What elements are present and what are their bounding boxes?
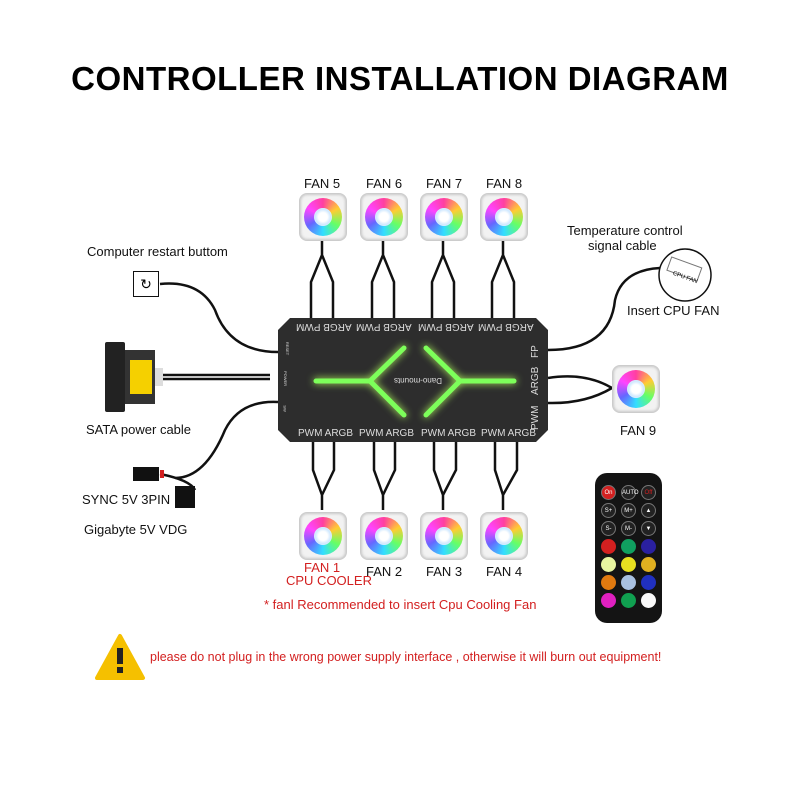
color-dark-green-button[interactable]: [621, 593, 636, 608]
fan7-label: FAN 7: [426, 176, 463, 191]
fan4-icon: [480, 512, 528, 560]
fan8-icon: [480, 193, 528, 241]
fan3-icon: [420, 512, 468, 560]
color-blue-button[interactable]: [641, 539, 656, 554]
gigabyte-label: Gigabyte 5V VDG: [84, 522, 188, 537]
fan5-icon: [299, 193, 347, 241]
color-light-yellow-button[interactable]: [601, 557, 616, 572]
remote-s-minus-button[interactable]: S-: [601, 521, 616, 536]
warning-text: please do not plug in the wrong power su…: [150, 650, 662, 664]
fan9-label: FAN 9: [620, 423, 657, 438]
remote-m-minus-button[interactable]: M-: [621, 521, 636, 536]
color-royal-blue-button[interactable]: [641, 575, 656, 590]
controller-hub: ARGB PWM ARGB PWM ARGB PWM ARGB PWM PWM …: [278, 318, 548, 442]
fan2-label: FAN 2: [366, 564, 403, 579]
recommendation-note: * fanl Recommended to insert Cpu Cooling…: [264, 597, 537, 612]
remote-s-plus-button[interactable]: S+: [601, 503, 616, 518]
color-red-button[interactable]: [601, 539, 616, 554]
fan1-icon: [299, 512, 347, 560]
fan6-icon: [360, 193, 408, 241]
port-label: PWM ARGB: [421, 428, 477, 439]
page-title: CONTROLLER INSTALLATION DIAGRAM: [71, 60, 729, 97]
fan5-label: FAN 5: [304, 176, 341, 191]
fan1-label: FAN 1: [304, 560, 341, 575]
color-magenta-button[interactable]: [601, 593, 616, 608]
remote-auto-button[interactable]: AUTO: [621, 485, 639, 500]
restart-button-icon: ↻: [133, 271, 159, 297]
fan3-label: FAN 3: [426, 564, 463, 579]
port-label: PWM ARGB: [481, 428, 537, 439]
fan2-icon: [360, 512, 408, 560]
fan4-label: FAN 4: [486, 564, 523, 579]
remote-m-plus-button[interactable]: M+: [621, 503, 636, 518]
fan1-sub-label: CPU COOLER: [286, 573, 372, 588]
sata-label: SATA power cable: [86, 422, 192, 437]
remote-on-button[interactable]: On: [601, 485, 616, 500]
cpu-fan-label: Insert CPU FAN: [627, 303, 720, 318]
restart-label: Computer restart buttom: [87, 244, 228, 259]
color-white-button[interactable]: [641, 593, 656, 608]
fan9-icon: [612, 365, 660, 413]
temp-label-2: signal cable: [588, 238, 657, 253]
warning-icon: [95, 634, 145, 680]
color-green-button[interactable]: [621, 539, 636, 554]
color-orange-button[interactable]: [601, 575, 616, 590]
led-glow-icon: [313, 345, 517, 418]
fan6-label: FAN 6: [366, 176, 403, 191]
cpu-fan-header-icon: [658, 248, 712, 302]
remote-control: On AUTO Off S+ M+ ▲ S- M- ▼: [595, 473, 662, 623]
color-gold-button[interactable]: [641, 557, 656, 572]
fan7-icon: [420, 193, 468, 241]
sync-label: SYNC 5V 3PIN: [82, 492, 171, 507]
sata-connector-icon: [105, 342, 163, 412]
fan8-label: FAN 8: [486, 176, 523, 191]
brand-logo: Dano-mounts: [394, 376, 443, 385]
color-yellow-button[interactable]: [621, 557, 636, 572]
temp-label-1: Temperature control: [567, 223, 683, 238]
port-label: PWM ARGB: [359, 428, 415, 439]
remote-bright-up-button[interactable]: ▲: [641, 503, 656, 518]
remote-bright-down-button[interactable]: ▼: [641, 521, 656, 536]
port-label: PWM ARGB: [298, 428, 354, 439]
remote-off-button[interactable]: Off: [641, 485, 656, 500]
sync-connector-icon: [133, 467, 195, 508]
color-light-blue-button[interactable]: [621, 575, 636, 590]
